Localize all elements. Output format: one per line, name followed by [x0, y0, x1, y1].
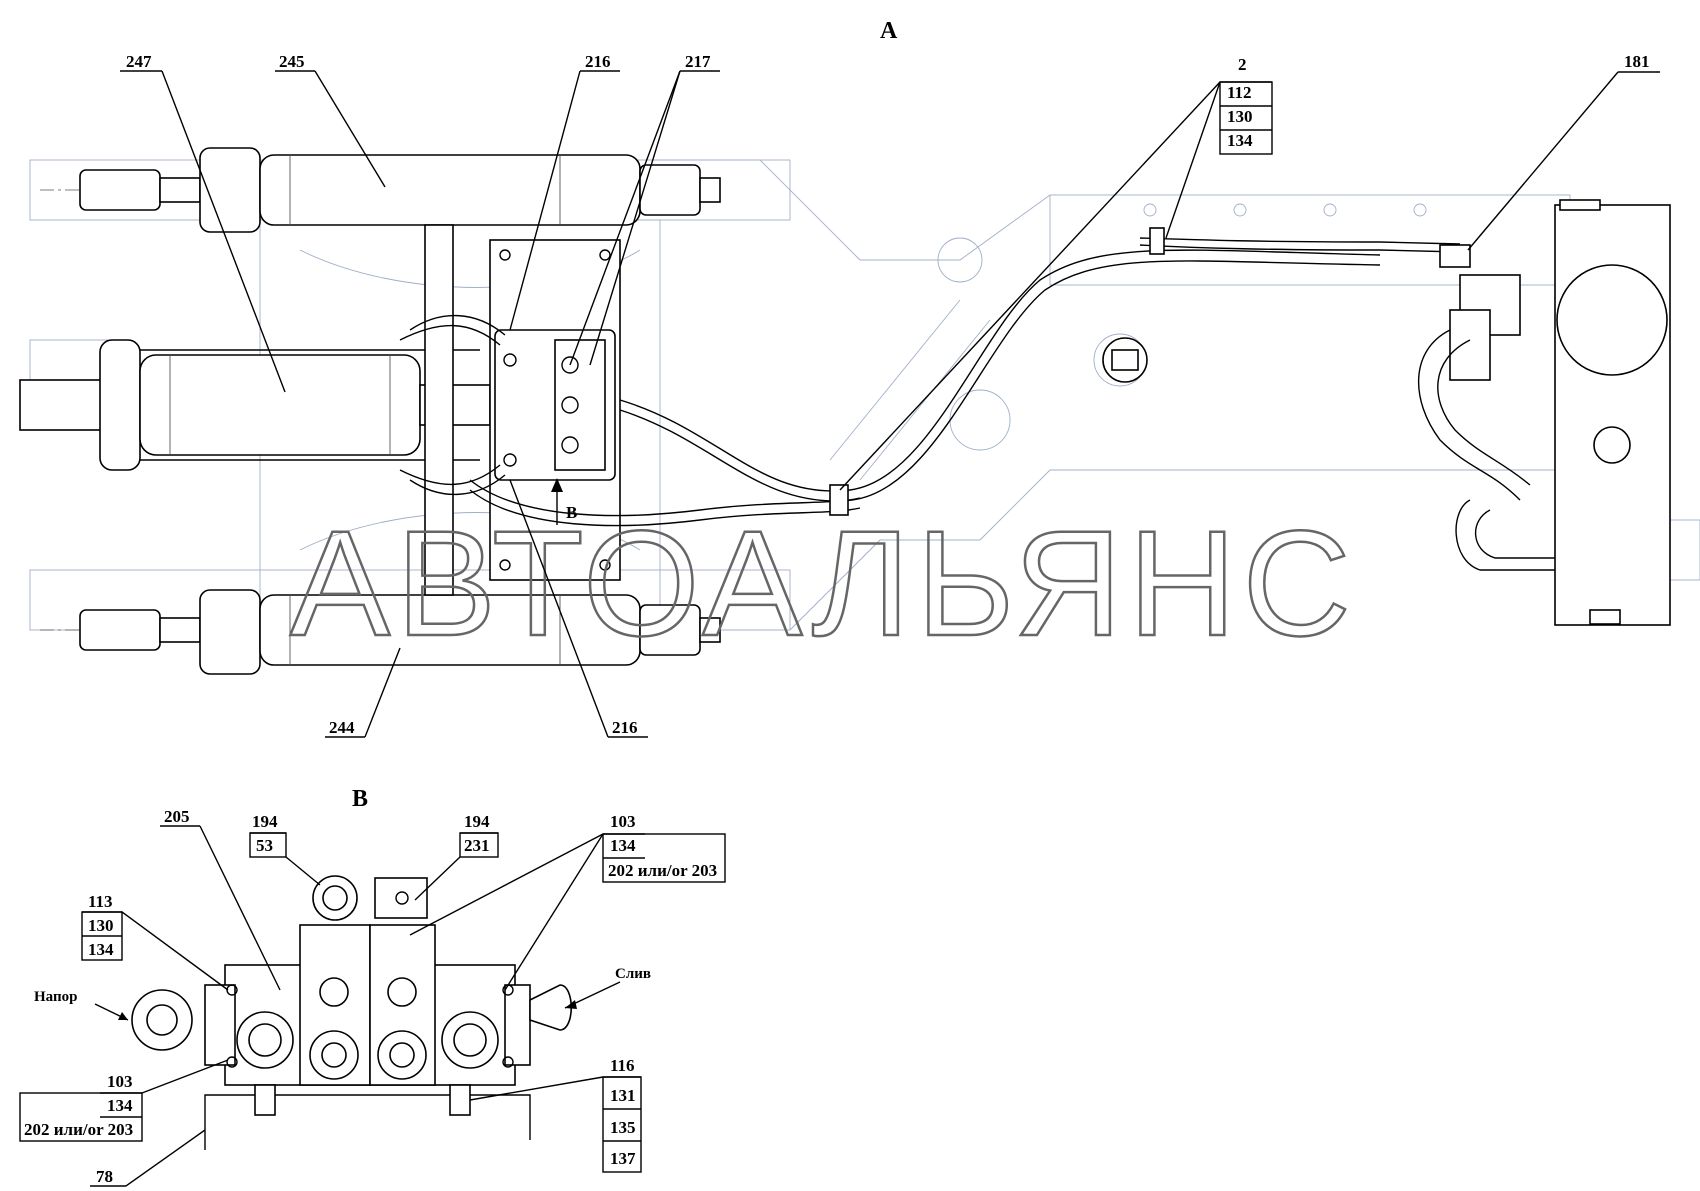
svg-text:216: 216 [612, 718, 638, 737]
svg-text:247: 247 [126, 52, 152, 71]
watermark: АВТОАЛЬЯНС [290, 499, 1357, 667]
callout-103-134-202-top: 103 134 202 или/or 203 [409, 812, 726, 991]
svg-text:135: 135 [610, 1118, 636, 1137]
svg-text:Напор: Напор [34, 989, 77, 1005]
svg-text:116: 116 [610, 1056, 635, 1075]
callout-103-134-202-bottom: 103 134 202 или/or 203 [19, 1059, 229, 1142]
svg-text:134: 134 [1227, 131, 1253, 150]
view-b-arrow-label: В [566, 503, 577, 522]
cross-beam [424, 224, 454, 596]
hydraulic-tank [1417, 199, 1671, 626]
svg-text:Слив: Слив [615, 966, 651, 982]
svg-text:2: 2 [1238, 55, 1247, 74]
svg-text:231: 231 [464, 836, 490, 855]
upper-hydraulic-cylinder [79, 147, 721, 233]
svg-text:103: 103 [610, 812, 636, 831]
svg-text:53: 53 [256, 836, 273, 855]
svg-text:134: 134 [107, 1096, 133, 1115]
svg-text:217: 217 [685, 52, 711, 71]
svg-text:134: 134 [88, 940, 114, 959]
svg-text:130: 130 [1227, 107, 1253, 126]
svg-text:103: 103 [107, 1072, 133, 1091]
callout-245: 245 [275, 52, 386, 188]
view-b-title: В [352, 786, 368, 812]
svg-text:134: 134 [610, 836, 636, 855]
view-a-title: А [880, 18, 898, 44]
callout-napor: Напор [34, 989, 129, 1021]
svg-text:113: 113 [88, 892, 113, 911]
svg-text:202 или/or 203: 202 или/or 203 [24, 1120, 133, 1139]
callout-216-bottom: 216 [509, 479, 648, 738]
valve-block-view-b [131, 875, 572, 1150]
valve-assembly [399, 239, 621, 581]
svg-text:202 или/or 203: 202 или/or 203 [608, 861, 717, 880]
callout-2-stack: 2 112 130 134 [839, 55, 1273, 491]
svg-text:112: 112 [1227, 83, 1252, 102]
svg-text:181: 181 [1624, 52, 1650, 71]
round-filter [1102, 337, 1148, 383]
callout-113-130-134: 113 130 134 [81, 892, 229, 991]
svg-text:137: 137 [610, 1149, 636, 1168]
callout-sliv: Слив [564, 966, 651, 1009]
callout-194-231: 194 231 [414, 812, 499, 901]
callout-244: 244 [325, 647, 401, 738]
svg-text:244: 244 [329, 718, 355, 737]
svg-text:216: 216 [585, 52, 611, 71]
callout-217: 217 [569, 52, 720, 366]
callout-216-top: 216 [509, 52, 620, 331]
svg-text:130: 130 [88, 916, 114, 935]
svg-text:205: 205 [164, 807, 190, 826]
callout-205: 205 [160, 807, 281, 991]
callout-116-131-135-137: 116 131 135 137 [469, 1056, 642, 1173]
callout-194-53: 194 53 [249, 812, 321, 886]
svg-text:245: 245 [279, 52, 305, 71]
callout-181: 181 [1467, 52, 1660, 251]
middle-hydraulic-cylinder [19, 339, 491, 471]
lower-hydraulic-cylinder [79, 589, 721, 675]
callout-78: 78 [90, 1129, 206, 1187]
svg-text:78: 78 [96, 1167, 113, 1186]
svg-text:194: 194 [464, 812, 490, 831]
svg-text:194: 194 [252, 812, 278, 831]
svg-text:131: 131 [610, 1086, 636, 1105]
view-b-arrow: В [551, 478, 577, 525]
callout-247: 247 [120, 52, 286, 393]
